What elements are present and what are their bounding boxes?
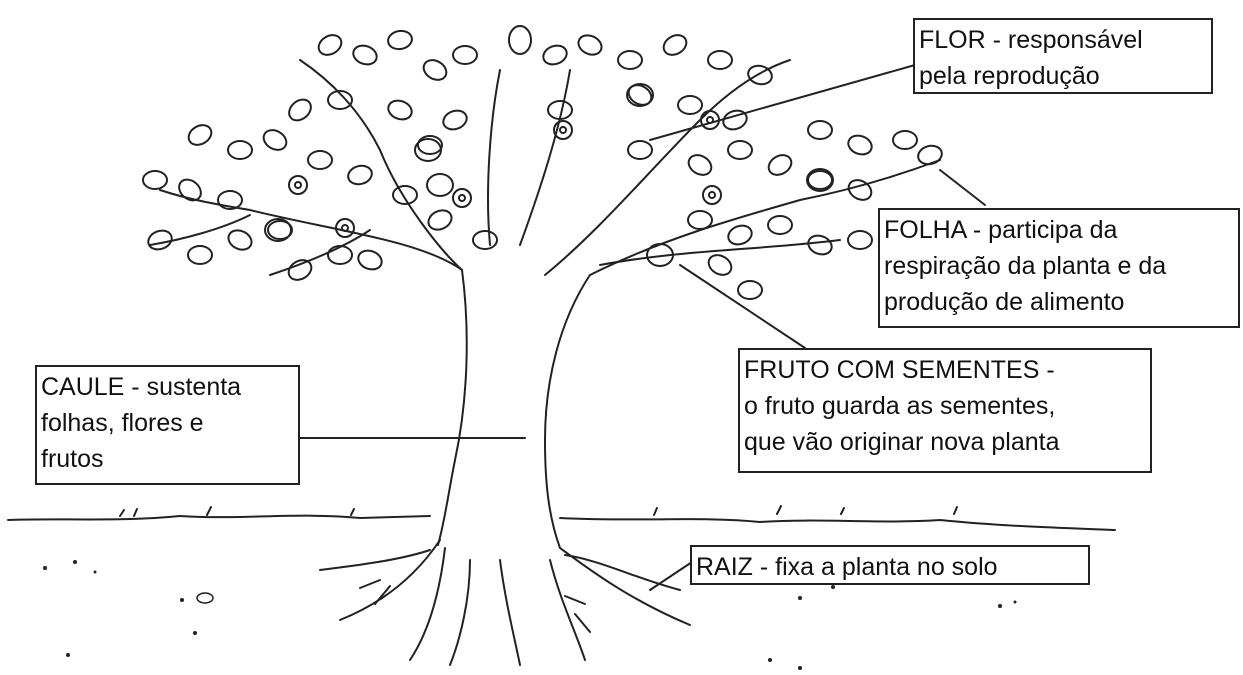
fruits <box>264 83 834 267</box>
branch <box>159 189 463 271</box>
leaves <box>142 25 943 300</box>
root <box>449 559 521 666</box>
leader-line-flor <box>649 64 916 141</box>
label-caule-line-1: CAULE - sustenta <box>41 373 242 401</box>
soil-specks <box>43 560 1017 670</box>
label-caule: CAULE - sustenta folhas, flores e frutos <box>35 365 300 485</box>
leader-line-fruto <box>679 264 806 349</box>
label-folha-line-2: respiração da planta e da <box>884 252 1167 280</box>
branch <box>299 59 463 271</box>
trunk-right-edge <box>544 274 591 549</box>
branch <box>487 69 501 246</box>
grass-tufts <box>119 505 958 517</box>
label-fruto: FRUTO COM SEMENTES - o fruto guarda as s… <box>738 348 1152 473</box>
label-fruto-line-1: FRUTO COM SEMENTES - <box>744 356 1055 384</box>
ground-line <box>559 517 1116 531</box>
pebble <box>196 592 214 604</box>
leader-line-raiz <box>649 561 693 591</box>
leader-line-folha <box>939 169 986 206</box>
branch <box>269 229 371 276</box>
label-raiz: RAIZ - fixa a planta no solo <box>690 545 1090 585</box>
label-folha: FOLHA - participa da respiração da plant… <box>878 208 1240 328</box>
root <box>359 579 591 633</box>
root <box>319 539 446 661</box>
branch <box>149 214 251 246</box>
label-flor-line-2: pela reprodução <box>919 62 1100 90</box>
root <box>549 547 691 661</box>
label-folha-line-3: produção de alimento <box>884 288 1125 316</box>
label-flor: FLOR - responsável pela reprodução <box>913 18 1213 94</box>
label-caule-line-3: frutos <box>41 445 104 473</box>
branch <box>599 239 841 266</box>
label-caule-line-2: folhas, flores e <box>41 409 204 437</box>
ground-line <box>7 514 431 521</box>
label-flor-line-1: FLOR - responsável <box>919 26 1143 54</box>
label-folha-line-1: FOLHA - participa da <box>884 216 1118 244</box>
label-raiz-line-1: RAIZ - fixa a planta no solo <box>696 553 998 581</box>
label-fruto-line-2: o fruto guarda as sementes, <box>744 392 1056 420</box>
branch <box>544 59 791 276</box>
label-fruto-line-3: que vão originar nova planta <box>744 428 1060 456</box>
flowers <box>288 110 722 238</box>
trunk-left-edge <box>437 269 468 546</box>
branch <box>519 69 571 246</box>
